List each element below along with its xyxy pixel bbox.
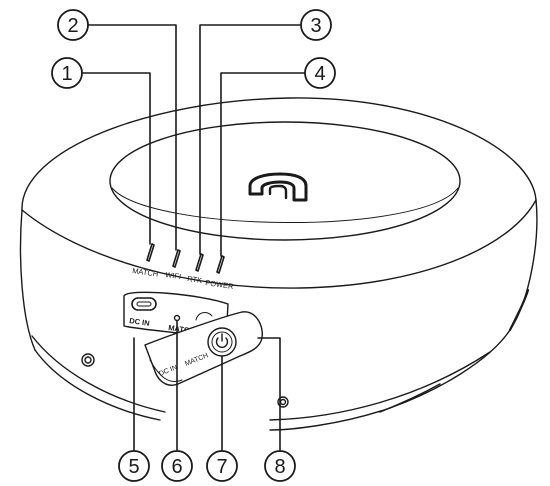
led-rtk xyxy=(195,253,204,272)
screw-hole-left xyxy=(81,353,95,367)
callout-circle-5 xyxy=(118,450,150,482)
device-bottom-edge-left xyxy=(34,349,161,421)
device-front-crease xyxy=(21,199,537,289)
led-labels: MATCH WIFI RTK POWER xyxy=(132,266,235,291)
callout-number-8: 8 xyxy=(274,456,285,478)
callout-number-6: 6 xyxy=(171,456,182,478)
screw-hole-left-inner xyxy=(84,356,92,364)
leader-8 xyxy=(257,337,281,453)
power-icon xyxy=(215,337,229,348)
leader-4 xyxy=(220,72,306,257)
callout-circle-3 xyxy=(300,9,332,41)
callout-circle-8 xyxy=(264,450,296,482)
brand-logo-inner xyxy=(268,184,288,200)
led-power xyxy=(216,255,225,274)
top-disc-outline xyxy=(109,121,461,241)
callout-circle-2 xyxy=(57,9,89,41)
device-right-side xyxy=(389,199,538,409)
led-label-power: POWER xyxy=(205,278,235,291)
callout-numbers: 1 2 3 4 5 6 7 8 xyxy=(61,15,325,478)
callout-number-7: 7 xyxy=(216,456,227,478)
device-base-line xyxy=(379,383,441,413)
callout-circle-7 xyxy=(206,450,238,482)
power-button-ghost xyxy=(195,312,213,321)
device-body xyxy=(19,97,538,431)
callout-markers xyxy=(51,9,336,482)
led-match xyxy=(146,243,155,262)
usb-c-port xyxy=(131,297,157,311)
device-top-outline xyxy=(21,97,537,211)
screw-hole-right xyxy=(277,396,289,408)
port-label-dc-in: DC IN xyxy=(129,316,150,328)
callout-number-3: 3 xyxy=(310,15,321,37)
callout-circle-1 xyxy=(51,57,83,89)
match-pinhole xyxy=(173,314,181,322)
top-disc xyxy=(109,121,461,241)
callout-number-5: 5 xyxy=(128,456,139,478)
port-cover-edge xyxy=(149,359,183,383)
brand-logo xyxy=(248,172,308,202)
callout-circle-6 xyxy=(161,450,193,482)
led-wifi xyxy=(172,249,181,268)
leader-3 xyxy=(199,24,302,255)
callout-number-4: 4 xyxy=(314,63,325,85)
led-indicators xyxy=(146,243,225,274)
brand-logo-outer xyxy=(248,172,308,202)
top-disc-rim xyxy=(111,187,459,223)
led-label-rtk: RTK xyxy=(187,274,203,285)
screw-hole-right-inner xyxy=(279,398,287,406)
device-right-accent xyxy=(508,288,530,332)
device-lower-band-right xyxy=(269,351,491,421)
callout-leaders xyxy=(81,24,306,453)
power-button xyxy=(211,331,233,353)
leader-2 xyxy=(87,24,177,251)
led-label-wifi: WIFI xyxy=(165,270,182,281)
device-lower-band xyxy=(31,335,166,413)
callout-number-1: 1 xyxy=(61,63,72,85)
leader-1 xyxy=(81,72,151,245)
device-bottom-edge xyxy=(269,407,391,431)
usb-c-port-inner xyxy=(136,301,152,307)
led-label-match: MATCH xyxy=(132,266,159,279)
callout-number-2: 2 xyxy=(67,15,78,37)
device-left-side xyxy=(19,209,36,351)
callout-circle-4 xyxy=(304,57,336,89)
